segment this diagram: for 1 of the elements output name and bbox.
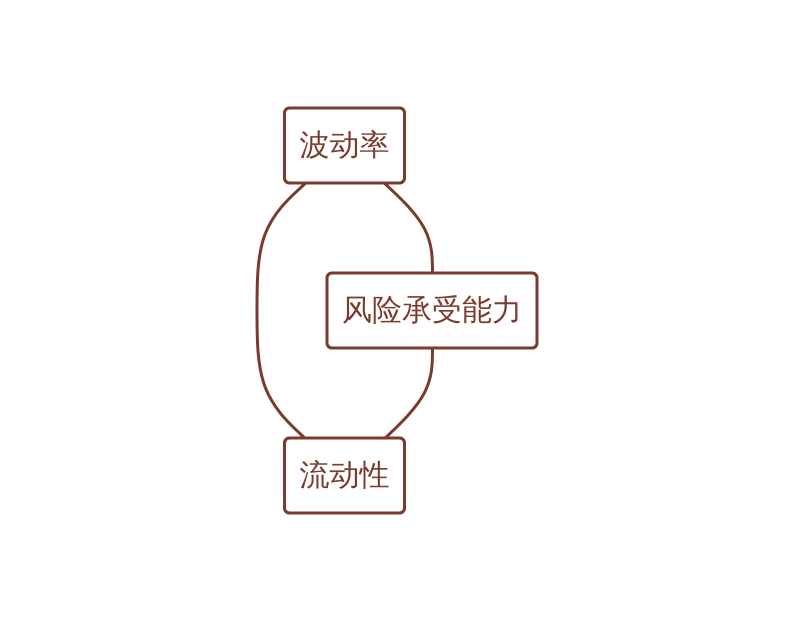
- connector: [383, 182, 434, 274]
